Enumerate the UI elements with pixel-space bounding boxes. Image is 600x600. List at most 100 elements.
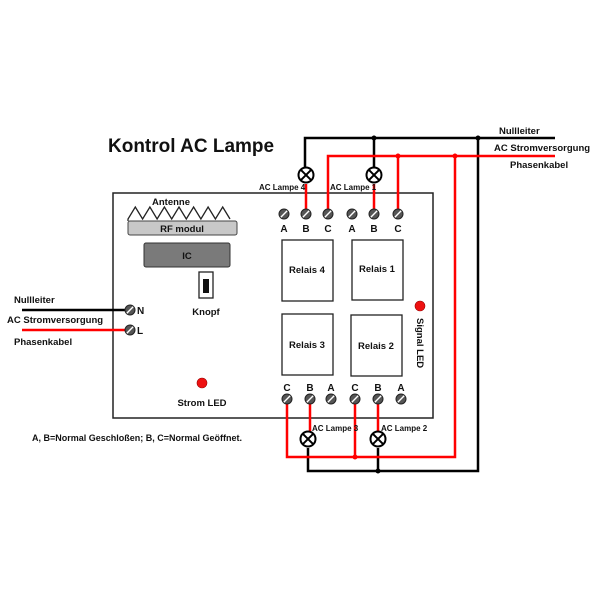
screw-slot	[280, 210, 288, 218]
top-terminal-a[interactable]	[346, 208, 358, 220]
bottom-terminal-c[interactable]	[349, 393, 361, 405]
terminal-n-label: N	[137, 306, 144, 317]
lamp-1	[365, 166, 383, 184]
top-terminal-label: A	[280, 224, 287, 235]
bottom-terminal-a[interactable]	[395, 393, 407, 405]
button-actuator	[203, 279, 209, 293]
neutral-junctions	[371, 135, 481, 474]
power-input-terminals	[124, 304, 136, 336]
phase-junctions	[352, 153, 458, 460]
bottom-terminal-c[interactable]	[281, 393, 293, 405]
screw-slot	[126, 326, 134, 334]
junction-dot	[352, 454, 358, 460]
rf-module-label: RF modul	[160, 224, 204, 235]
power-led	[196, 377, 208, 389]
neutral-bus-top	[303, 136, 555, 168]
phase-wires	[22, 154, 555, 459]
neutral-wires	[22, 136, 555, 473]
right-neutral-label: Nullleiter	[499, 126, 540, 137]
bottom-terminal-label: B	[374, 383, 381, 394]
ic-chip	[143, 242, 231, 268]
bottom-terminal-b[interactable]	[304, 393, 316, 405]
top-terminal-c[interactable]	[322, 208, 334, 220]
lamp3-label: AC Lampe 3	[312, 424, 359, 433]
junction-dot	[475, 135, 481, 141]
screw-slot	[348, 210, 356, 218]
top-terminal-c[interactable]	[392, 208, 404, 220]
screw-slot	[283, 395, 291, 403]
junction-dot	[395, 153, 401, 159]
relay-3: Relais 3	[281, 313, 334, 376]
junction-dot	[375, 468, 381, 474]
relay-2-body	[350, 314, 403, 377]
relay-4-label: Relais 4	[289, 265, 326, 276]
relay-2-label: Relais 2	[358, 341, 394, 352]
lamp4-label: AC Lampe 4	[259, 183, 306, 192]
right-phase-label: Phasenkabel	[510, 160, 568, 171]
screw-slot	[370, 210, 378, 218]
relay-1: Relais 1	[351, 239, 404, 301]
bottom-terminal-label: C	[351, 383, 358, 394]
bottom-terminal-label: A	[327, 383, 334, 394]
top-terminal-label: A	[348, 224, 355, 235]
lamp-4	[297, 166, 315, 184]
bottom-terminal-label: A	[397, 383, 404, 394]
screw-slot	[302, 210, 310, 218]
bottom-terminal-label: C	[283, 383, 290, 394]
left-neutral-label: Nullleiter	[14, 295, 55, 306]
top-terminal-b[interactable]	[300, 208, 312, 220]
junction-dot	[371, 135, 377, 141]
relay-3-body	[281, 313, 334, 376]
terminal-l[interactable]	[124, 324, 136, 336]
screw-slot	[306, 395, 314, 403]
bottom-terminal-a[interactable]	[325, 393, 337, 405]
lamp2-label: AC Lampe 2	[381, 424, 428, 433]
antenna-label: Antenne	[152, 197, 190, 208]
right-supply-label: AC Stromversorgung	[494, 143, 590, 154]
top-terminal-a[interactable]	[278, 208, 290, 220]
screw-slot	[374, 395, 382, 403]
phase-return-bottom	[285, 156, 457, 459]
top-terminal-label: B	[302, 224, 309, 235]
left-supply-label: AC Stromversorgung	[7, 315, 103, 326]
lamp-3	[299, 430, 317, 448]
phase-bus-top	[326, 154, 555, 214]
junction-dot	[452, 153, 458, 159]
signal-led	[414, 300, 426, 312]
power-led-label: Strom LED	[177, 398, 226, 409]
terminal-l-label: L	[137, 326, 143, 337]
screw-slot	[126, 306, 134, 314]
top-terminal-b[interactable]	[368, 208, 380, 220]
controller-board	[112, 192, 434, 419]
push-button[interactable]	[198, 271, 214, 299]
contact-legend-note: A, B=Normal Geschloßen; B, C=Normal Geöf…	[32, 433, 242, 443]
top-terminal-label: B	[370, 224, 377, 235]
screw-slot	[394, 210, 402, 218]
lamp-2	[369, 430, 387, 448]
relay-1-body	[351, 239, 404, 301]
antenna-icon	[127, 205, 231, 221]
diagram-title: Kontrol AC Lampe	[108, 136, 274, 157]
relay-1-label: Relais 1	[359, 264, 396, 275]
relay-3-label: Relais 3	[289, 340, 325, 351]
bottom-terminal-label: B	[306, 383, 313, 394]
lamp1-label: AC Lampe 1	[330, 183, 377, 192]
lamps	[297, 166, 387, 448]
lamp-cross	[368, 169, 380, 181]
signal-led-label: Signal LED	[414, 318, 425, 368]
screw-slot	[327, 395, 335, 403]
rf-module	[127, 220, 238, 236]
screw-slot	[324, 210, 332, 218]
top-terminal-label: C	[394, 224, 401, 235]
screw-slot	[351, 395, 359, 403]
lamp-cross	[300, 169, 312, 181]
terminal-n[interactable]	[124, 304, 136, 316]
relay-4: Relais 4	[281, 239, 334, 302]
neutral-return-bottom	[306, 138, 480, 473]
bottom-terminal-b[interactable]	[372, 393, 384, 405]
ic-label: IC	[182, 251, 192, 262]
left-phase-label: Phasenkabel	[14, 337, 72, 348]
